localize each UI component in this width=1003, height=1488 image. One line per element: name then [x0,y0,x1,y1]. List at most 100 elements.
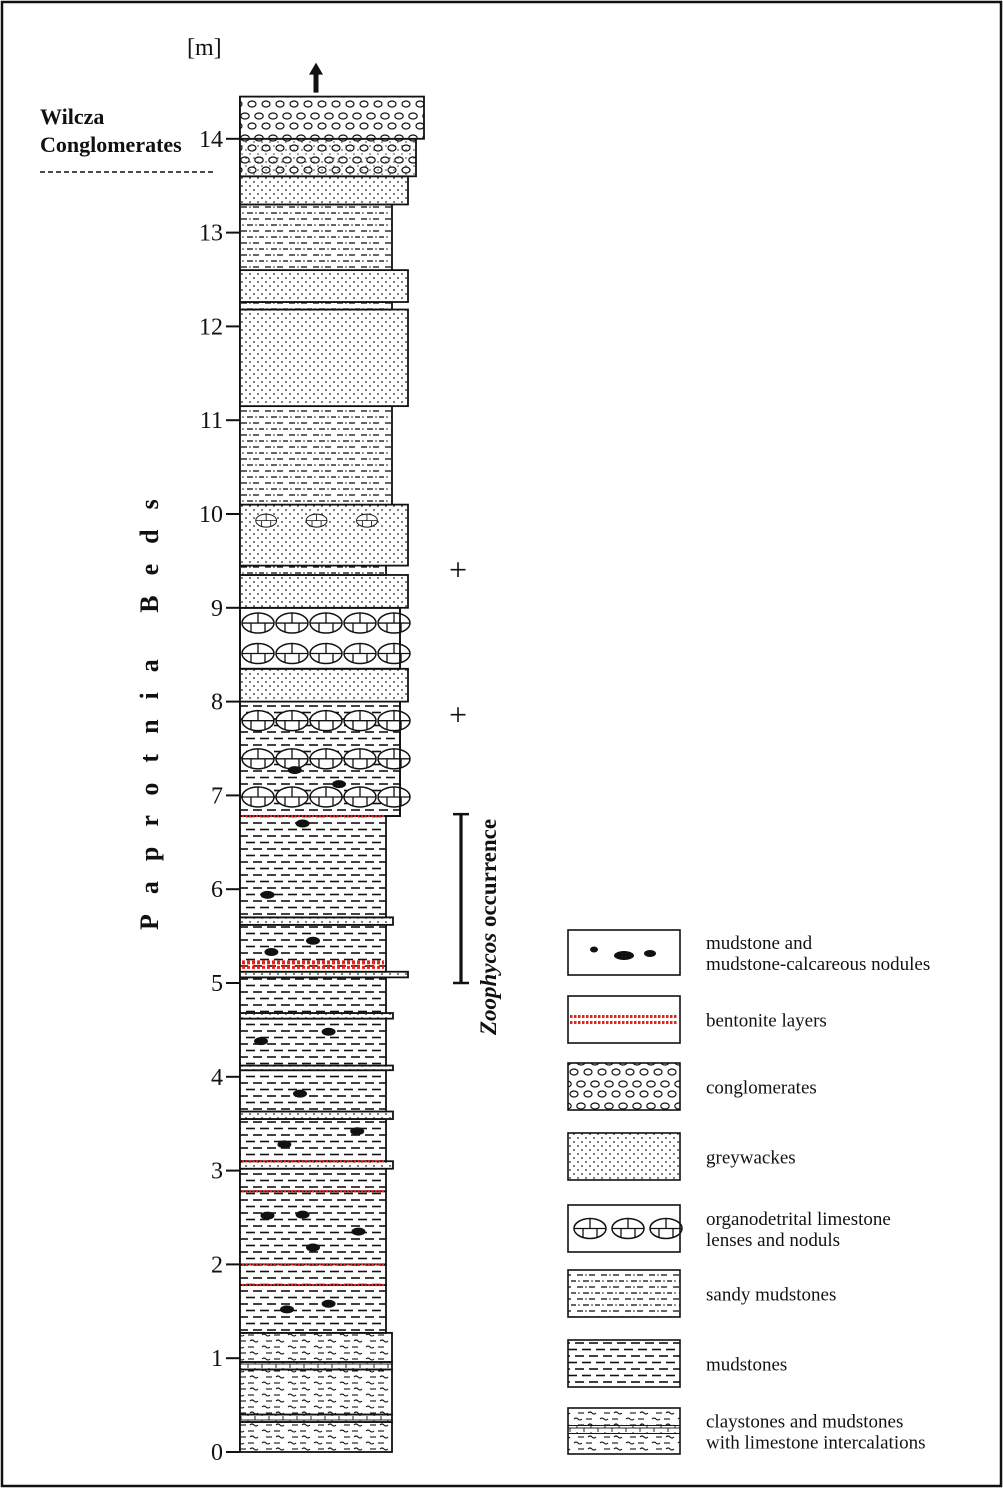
layer-claystones [239,1331,393,1363]
layer-greywackes [239,574,409,609]
limestone-nodule-symbol [275,709,309,732]
axis-tick-label-8: 8 [211,690,223,716]
layer-limestone-band [239,1361,393,1371]
mudstone-nodule [295,819,310,828]
limestone-nodule-symbol [241,748,275,770]
layer-mudstones [239,1069,387,1113]
mudstone-nodule [260,890,275,899]
mudstone-nodule [277,1140,292,1149]
layer-sandy-mudstones [239,564,387,576]
axis-tick-label-1: 1 [211,1346,223,1372]
layer-mudstones [239,1167,387,1193]
legend-label-nodules: mudstone-calcareous nodules [706,954,930,975]
limestone-nodule-symbol [309,748,343,770]
layer-mudstones [239,1118,387,1163]
layer-mudstones [239,1017,387,1067]
continuation-arrow-head [309,62,323,75]
limestone-nodule-symbol [377,612,411,634]
layer-greywackes [239,175,409,206]
plus-marker: + [449,697,467,733]
limestone-nodule-symbol [275,748,309,770]
mudstone-nodule [260,1211,275,1220]
legend-swatch-conglomerates [567,1062,681,1111]
column-annotations: ++ [242,62,469,1314]
formation-label-wilcza: Wilcza [40,104,104,129]
layer-limestone-mud [239,700,411,817]
legend-label-claystones: with limestone intercalations [706,1433,926,1454]
layer-greywackes [239,269,409,303]
legend-swatch-nodules [567,929,681,976]
limestone-nodule-symbol [241,709,275,732]
limestone-nodule-symbol [377,786,411,808]
mudstone-nodule [287,766,302,775]
limestone-nodule-symbol [309,786,343,808]
legend-label-claystones: claystones and mudstones [706,1412,903,1433]
limestone-nodule-symbol [343,786,377,808]
mudstone-nodule [306,936,320,945]
legend-label-greywackes: greywackes [706,1148,796,1169]
mudstone-nodule [351,1227,366,1236]
layer-mudstones [239,976,387,1014]
mudstone-nodule [321,1027,336,1036]
layer-sandy-mudstones [239,405,393,506]
limestone-nodule-symbol [275,786,309,808]
layer-greywackes [239,916,394,926]
limestone-nodule-symbol [377,642,411,665]
limestone-nodule-symbol [275,642,309,665]
layer-conglomerates [239,95,425,140]
layer-mudstones [239,1190,387,1266]
mudstone-nodule [332,780,346,789]
mudstone-nodule [264,948,279,957]
legend-label-mudstones: mudstones [706,1355,787,1376]
legend-label-limestone: organodetrital limestone [706,1209,891,1230]
legend-item-bentonite: bentonite layers [567,995,827,1044]
legend-label-limestone: lenses and noduls [706,1230,840,1251]
limestone-nodule-symbol [377,709,411,732]
axis-tick-label-7: 7 [211,783,223,809]
axis-tick-label-2: 2 [211,1252,223,1278]
mudstone-nodule [306,1243,320,1252]
limestone-nodule-symbol [241,786,275,808]
layer-limestone [239,606,411,670]
limestone-nodule-symbol [241,642,275,665]
legend-label-sandy-mudstones: sandy mudstones [706,1285,836,1306]
legend-label-conglomerates: conglomerates [706,1078,817,1099]
axis-tick-label-12: 12 [199,314,223,340]
zoophycos-taxon: Zoophycos [476,933,501,1036]
occurrence-suffix: occurrence [476,819,501,933]
legend-swatch-mudstones [567,1339,681,1388]
legend-label-nodules: mudstone and [706,933,813,954]
mudstone-nodule [280,1305,294,1314]
axis-tick-label-3: 3 [211,1159,223,1185]
axis-tick-label-6: 6 [211,877,223,903]
mudstone-nodule [321,1299,336,1308]
layer-greywackes [239,667,409,703]
layer-mudstones [239,1263,387,1286]
axis-tick-label-9: 9 [211,596,223,622]
limestone-nodule-symbol [377,748,411,770]
legend-swatch-sandy-mudstones [567,1269,681,1318]
axis-tick-label-5: 5 [211,971,223,997]
limestone-nodule-symbol [309,709,343,732]
limestone-nodule-symbol [275,612,309,634]
legend-label-bentonite: bentonite layers [706,1011,827,1032]
mudstone-nodule [295,1210,310,1219]
limestone-nodule-symbol [343,748,377,770]
layer-greywackes-limestone [239,503,409,567]
legend-item-mudstones: mudstones [567,1339,787,1388]
layer-claystones [239,1421,393,1453]
legend-swatch-limestone [567,1204,683,1253]
layer-limestone-band [239,1413,393,1423]
legend-swatch-bentonite [567,995,681,1044]
plus-marker: + [449,551,467,587]
axis-tick-label-11: 11 [200,408,223,434]
axis-tick-label-13: 13 [199,221,223,247]
legend-swatch-claystones [567,1407,681,1455]
limestone-nodule-symbol [343,709,377,732]
